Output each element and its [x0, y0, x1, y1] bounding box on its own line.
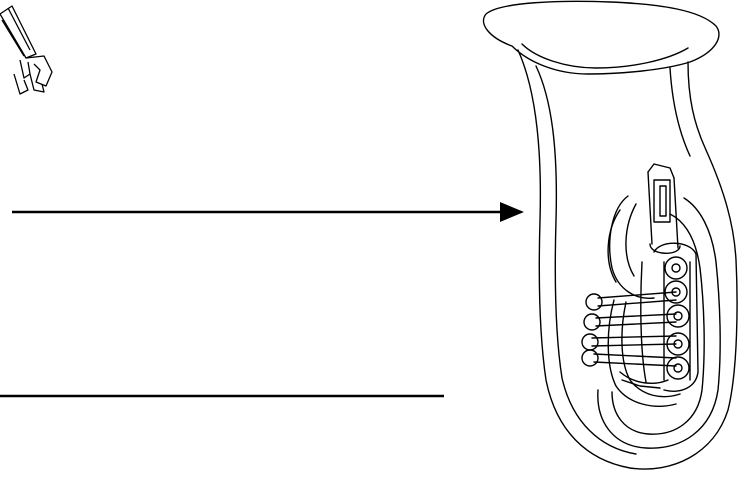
tuba [484, 1, 738, 469]
pointer-arrow [12, 202, 524, 222]
mouthpiece-fragment [0, 6, 52, 94]
